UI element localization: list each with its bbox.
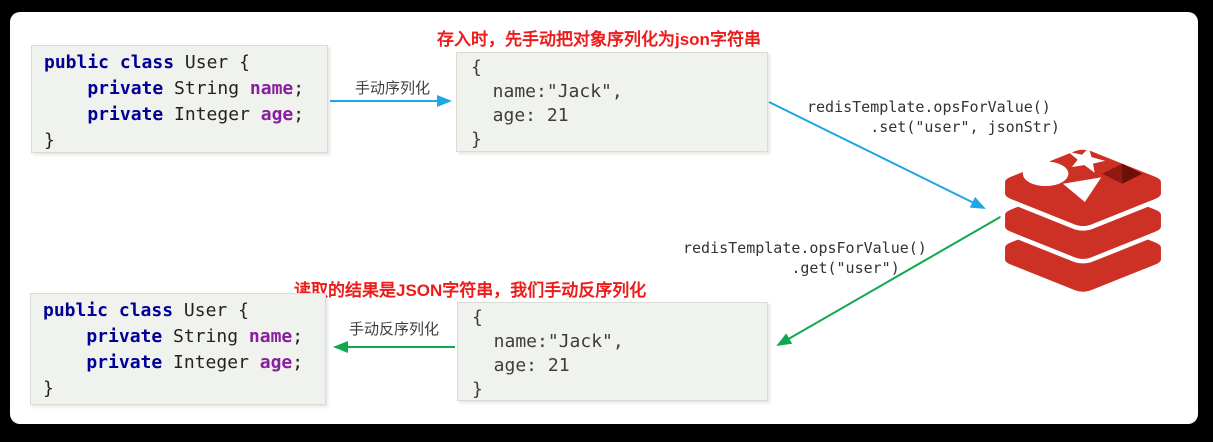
code-token: User { bbox=[184, 52, 250, 73]
code-token: private bbox=[44, 78, 175, 99]
json-line: { bbox=[471, 57, 482, 78]
code-token: } bbox=[43, 378, 54, 399]
code-line: private String name; bbox=[43, 324, 313, 350]
code-token: ; bbox=[292, 326, 304, 347]
redis-get-call-label: redisTemplate.opsForValue() .get("user") bbox=[683, 239, 927, 277]
store-caption: 存入时，先手动把对象序列化为json字符串 bbox=[437, 30, 761, 49]
user-class-box-top: public class User { private String name;… bbox=[31, 45, 328, 153]
redis-cube-hole-shape bbox=[1102, 163, 1143, 184]
json-string-box-top: { name:"Jack", age: 21 } bbox=[456, 52, 768, 152]
code-line: } bbox=[43, 376, 313, 402]
code-token: age bbox=[260, 104, 294, 125]
code-token: String bbox=[174, 78, 250, 99]
code-token: ; bbox=[293, 78, 305, 99]
code-token: Integer bbox=[173, 352, 260, 373]
user-class-box-bottom: public class User { private String name;… bbox=[30, 293, 326, 405]
redis-triangle-shape bbox=[1062, 177, 1102, 202]
code-token: name bbox=[248, 326, 293, 347]
code-line: } bbox=[44, 128, 315, 154]
redis-database-icon bbox=[1000, 145, 1166, 295]
code-token: ; bbox=[293, 104, 305, 125]
json-line: name:"Jack", bbox=[471, 81, 623, 102]
code-token: private bbox=[43, 326, 174, 347]
code-token: age bbox=[259, 352, 293, 373]
code-token: private bbox=[43, 352, 174, 373]
code-token: private bbox=[44, 104, 175, 125]
json-line: age: 21 bbox=[472, 355, 570, 376]
read-caption: 读取的结果是JSON字符串，我们手动反序列化 bbox=[294, 281, 647, 300]
json-line: name:"Jack", bbox=[472, 331, 624, 352]
json-string-box-bottom: { name:"Jack", age: 21 } bbox=[457, 302, 768, 401]
code-line: private String name; bbox=[44, 76, 315, 102]
redis-circle-shape bbox=[1022, 161, 1069, 187]
code-line: public class User { bbox=[43, 298, 313, 324]
code-token: User { bbox=[183, 300, 249, 321]
redis-slab-top bbox=[1000, 145, 1166, 231]
code-token: name bbox=[249, 78, 294, 99]
code-line: private Integer age; bbox=[43, 350, 313, 376]
code-token: String bbox=[173, 326, 249, 347]
json-line: } bbox=[471, 129, 482, 150]
json-line: { bbox=[472, 307, 483, 328]
code-token: public class bbox=[43, 300, 184, 321]
code-line: public class User { bbox=[44, 50, 315, 76]
code-token: } bbox=[44, 130, 55, 151]
code-line: private Integer age; bbox=[44, 102, 315, 128]
deserialize-label: 手动反序列化 bbox=[348, 321, 439, 338]
code-token: Integer bbox=[174, 104, 261, 125]
redis-star-shape bbox=[1068, 147, 1106, 173]
serialize-label: 手动序列化 bbox=[354, 80, 430, 97]
json-line: age: 21 bbox=[471, 105, 569, 126]
json-line: } bbox=[472, 379, 483, 400]
redis-set-call-label: redisTemplate.opsForValue() .set("user",… bbox=[807, 98, 1060, 136]
code-token: ; bbox=[292, 352, 304, 373]
code-token: public class bbox=[44, 52, 185, 73]
